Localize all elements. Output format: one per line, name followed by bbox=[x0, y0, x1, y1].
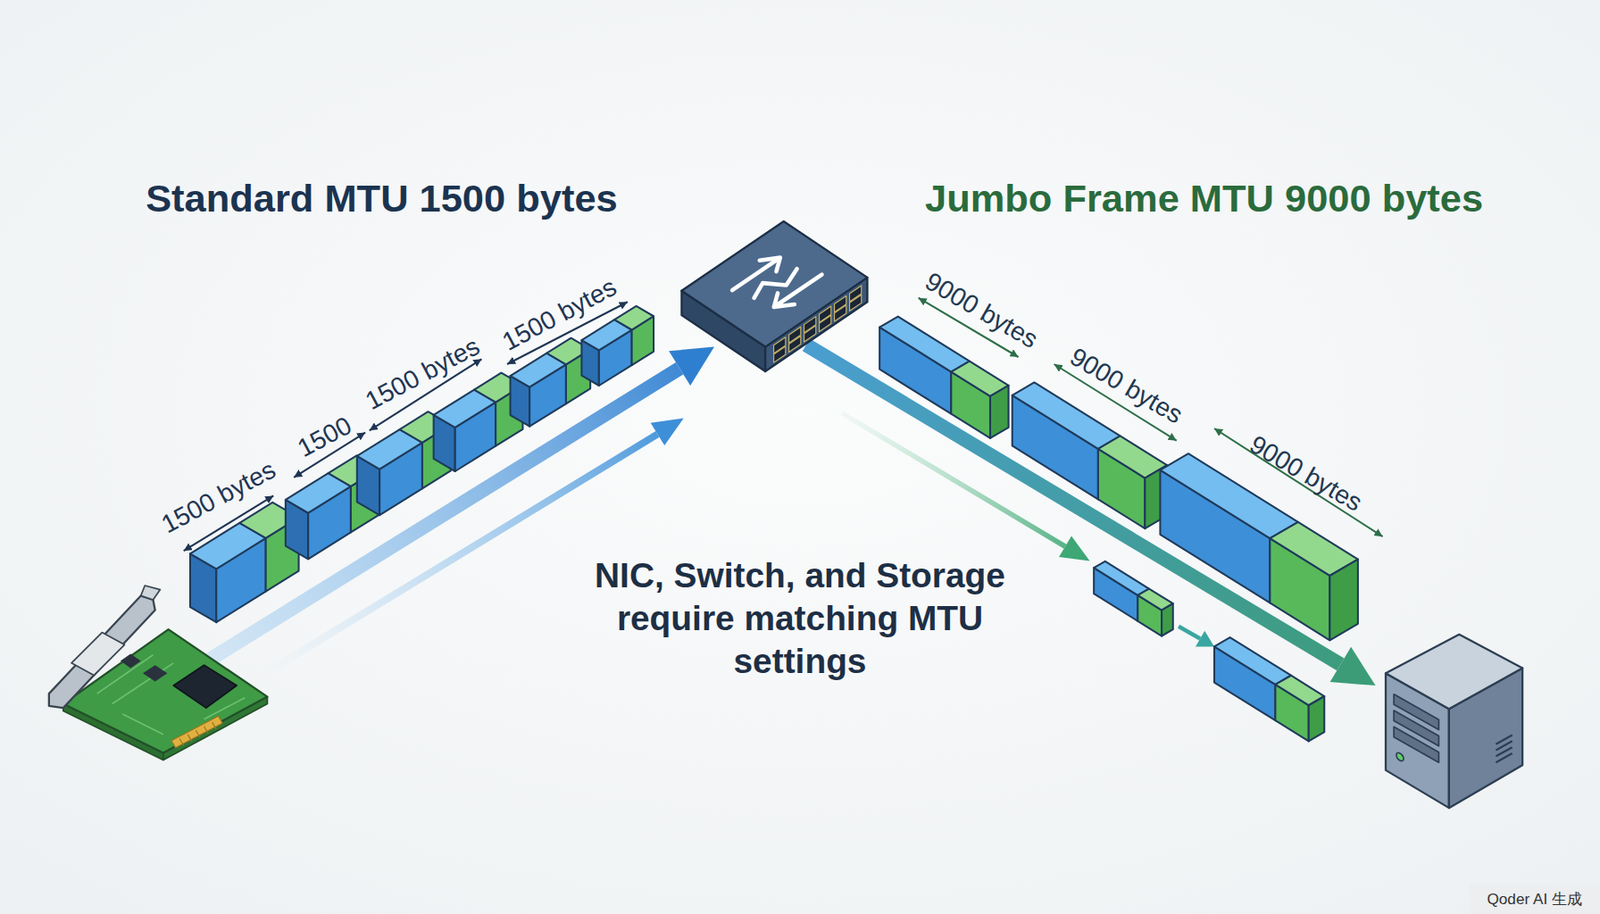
dimension-label: 1500 bytes bbox=[156, 454, 281, 540]
section-title: Standard MTU 1500 bytes bbox=[145, 176, 618, 222]
dimension-line bbox=[183, 301, 628, 551]
network-switch bbox=[681, 221, 867, 372]
watermark-box bbox=[1469, 883, 1600, 914]
section-title: Jumbo Frame MTU 9000 bytes bbox=[925, 176, 1484, 222]
dimension-label: 1500 bbox=[292, 410, 358, 464]
note-text: NIC, Switch, and Storage require matchin… bbox=[585, 554, 1015, 684]
dimension-label: 1500 bytes bbox=[497, 272, 622, 358]
dimension-label: 1500 bytes bbox=[360, 331, 485, 417]
dimension-label: 9000 bytes bbox=[1244, 429, 1368, 517]
dimension-line bbox=[918, 298, 1384, 537]
jumbo-frame bbox=[879, 316, 1359, 742]
dimension-label: 9000 bytes bbox=[1065, 341, 1189, 430]
dimension-label: 9000 bytes bbox=[920, 266, 1044, 354]
storage-server bbox=[1385, 634, 1523, 809]
watermark: Qoder AI 生成 bbox=[1486, 890, 1583, 909]
